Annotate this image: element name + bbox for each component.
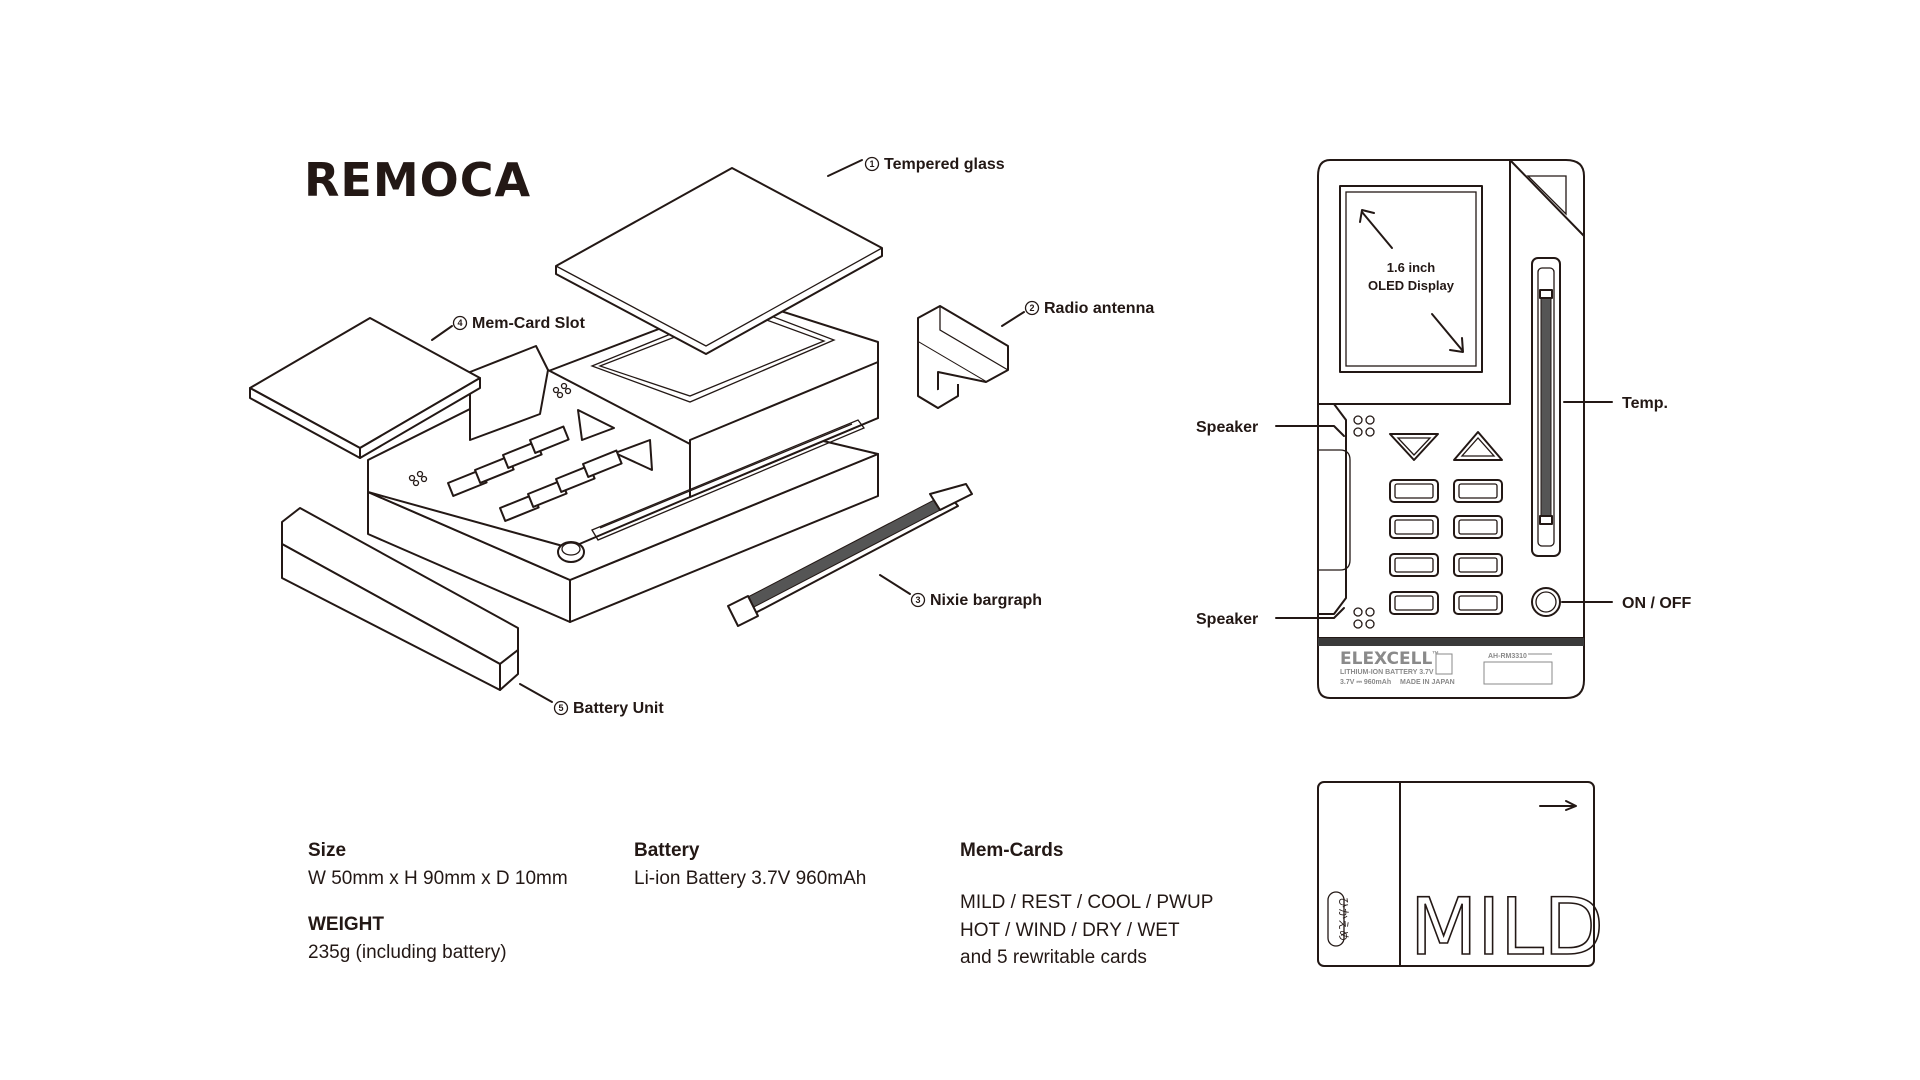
callout-tempered-glass: 1 Tempered glass [864,156,1005,173]
keypad-button[interactable] [1453,553,1503,577]
svg-text:5: 5 [558,703,563,713]
specs: Size W 50mm x H 90mm x D 10mm WEIGHT 235… [308,840,1213,968]
exploded-view: 1 Tempered glass 2 Radio antenna 3 Nixie… [249,156,1154,717]
mem-card-side-text: ひかえめ [1337,897,1350,941]
svg-text:2: 2 [1029,303,1034,313]
svg-text:Nixie bargraph: Nixie bargraph [930,592,1042,609]
power-button[interactable] [1531,587,1561,617]
svg-text:LITHIUM-ION BATTERY 3.7V: LITHIUM-ION BATTERY 3.7V [1340,669,1434,676]
keypad-button[interactable] [1389,515,1439,539]
speaker-top-icon [1353,415,1375,437]
spec-size-heading: Size [308,840,346,861]
front-nixie-bargraph [1531,257,1561,557]
svg-text:ELEXCELL: ELEXCELL [1340,649,1432,669]
mem-card-outline [1317,781,1595,967]
exploded-arrow-up-icon [577,409,615,441]
keypad-button[interactable] [1389,479,1439,503]
keypad-button[interactable] [1389,553,1439,577]
display-label-type: OLED Display [1368,278,1455,293]
front-battery-label: ELEXCELL ™ LITHIUM-ION BATTERY 3.7V 3.7V… [1317,637,1585,686]
svg-text:MADE IN JAPAN: MADE IN JAPAN [1400,679,1455,686]
spec-memcards-line1: MILD / REST / COOL / PWUP [960,892,1213,913]
spec-weight-heading: WEIGHT [308,914,384,935]
keypad-button[interactable] [1389,591,1439,615]
svg-text:Radio antenna: Radio antenna [1044,300,1154,317]
tempered-glass-part [555,167,883,355]
speaker-bottom-icon [1353,607,1375,629]
front-view: 1.6 inch OLED Display [1196,159,1692,699]
svg-text:Mem-Card Slot: Mem-Card Slot [472,315,586,332]
mem-card-view: ひかえめ MILD [1317,781,1605,974]
spec-weight-value: 235g (including battery) [308,942,507,963]
exploded-arrow-down-icon [614,439,653,471]
display-arrow-tl-icon [1361,211,1393,249]
front-keypad [1389,479,1503,615]
svg-text:Battery Unit: Battery Unit [573,700,664,717]
exploded-power-button [557,541,585,563]
spec-size-value: W 50mm x H 90mm x D 10mm [308,868,568,889]
label-speaker-top: Speaker [1196,419,1258,436]
label-temp: Temp. [1622,395,1668,412]
mem-card-side-pill [1327,891,1345,947]
callout-mem-card-slot: 4 Mem-Card Slot [452,315,586,332]
spec-memcards-heading: Mem-Cards [960,840,1063,861]
mem-card-part [249,317,481,459]
keypad-button[interactable] [1453,591,1503,615]
mem-card-word: MILD [1410,883,1604,973]
exploded-speaker-icon [408,382,572,487]
nixie-bargraph-part [727,483,973,627]
keypad-button[interactable] [1453,479,1503,503]
brand-logo: REMOCA [304,153,531,207]
callout-battery-unit: 5 Battery Unit [553,700,664,717]
svg-text:4: 4 [457,318,462,328]
spec-memcards-line3: and 5 rewritable cards [960,947,1147,968]
battery-unit-part [281,507,519,691]
down-arrow-button[interactable] [1389,433,1439,461]
svg-text:3: 3 [915,595,920,605]
label-speaker-bottom: Speaker [1196,611,1258,628]
oled-display [1339,185,1483,373]
label-on-off: ON / OFF [1622,595,1692,612]
spec-battery-value: Li-ion Battery 3.7V 960mAh [634,868,866,889]
keypad-button[interactable] [1453,515,1503,539]
spec-battery-heading: Battery [634,840,700,861]
display-label-size: 1.6 inch [1387,260,1435,275]
device-body [367,297,879,623]
svg-text:Tempered glass: Tempered glass [884,156,1005,173]
svg-text:AH-RM3310: AH-RM3310 [1488,653,1527,660]
callout-nixie-bargraph: 3 Nixie bargraph [910,592,1042,609]
callout-radio-antenna: 2 Radio antenna [1024,300,1154,317]
exploded-keypad [447,425,623,522]
display-arrow-br-icon [1431,313,1463,351]
radio-antenna-part [917,305,1009,409]
svg-text:3.7V ⎓ 960mAh: 3.7V ⎓ 960mAh [1340,679,1391,686]
svg-text:1: 1 [869,159,874,169]
up-arrow-button[interactable] [1453,431,1503,461]
spec-memcards-line2: HOT / WIND / DRY / WET [960,920,1180,941]
